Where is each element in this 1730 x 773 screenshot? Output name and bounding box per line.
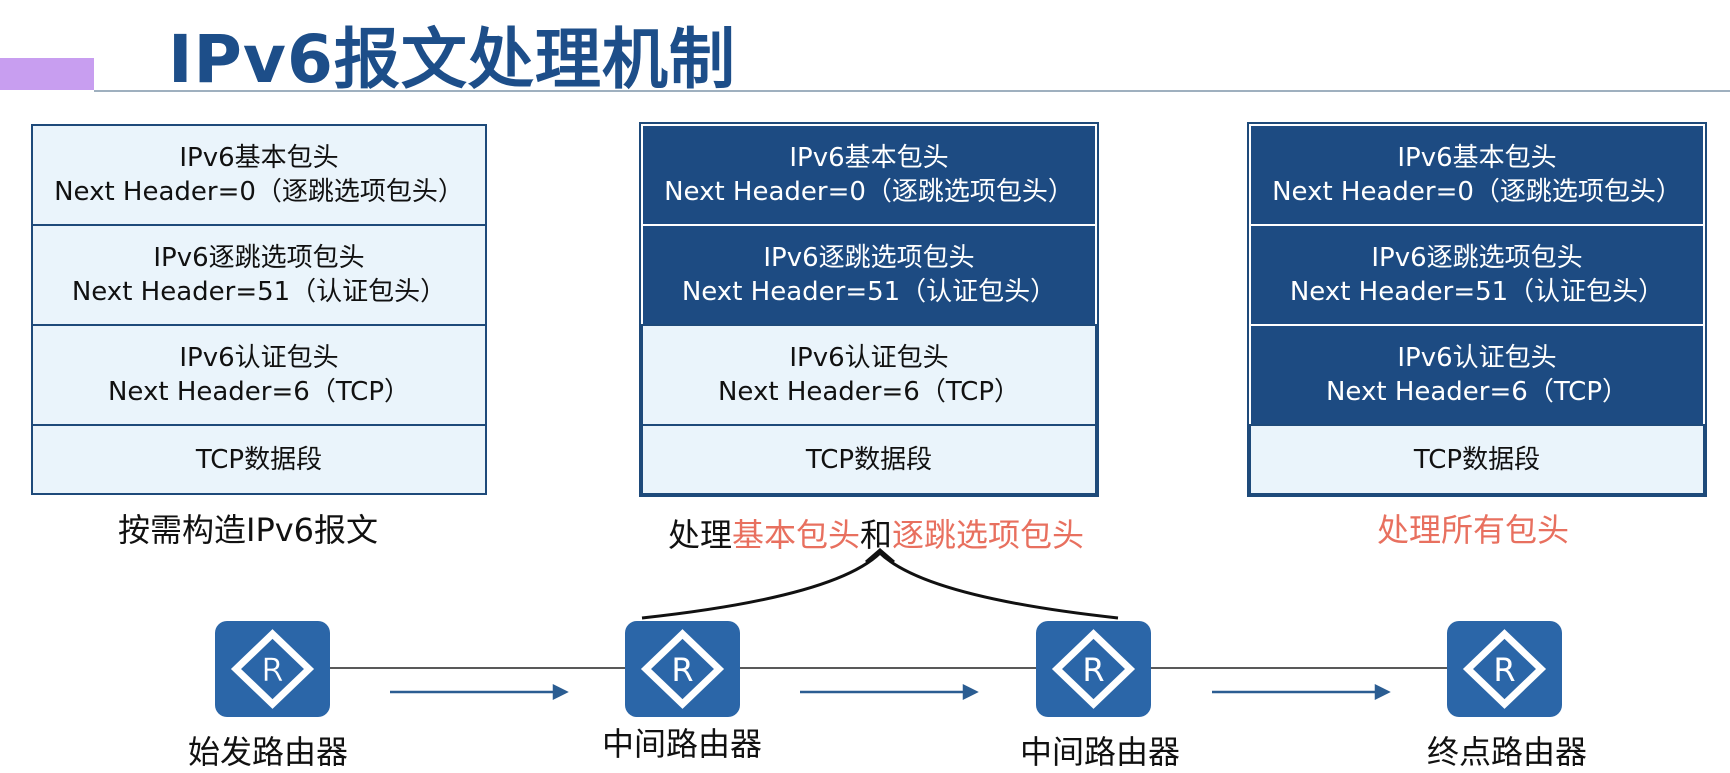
auth-header-cell: IPv6认证包头 Next Header=6（TCP）: [641, 324, 1097, 426]
cell-next-header: Next Header=6（TCP）: [1325, 377, 1629, 407]
ipv6-basic-header-cell: IPv6基本包头 Next Header=0（逐跳选项包头）: [641, 124, 1097, 226]
router-glyph: R: [671, 651, 693, 689]
caption-highlight-hop-by-hop: 逐跳选项包头: [892, 516, 1085, 554]
packet-stack-intermediate: IPv6基本包头 Next Header=0（逐跳选项包头） IPv6逐跳选项包…: [639, 122, 1099, 497]
cell-title: IPv6认证包头: [179, 343, 339, 373]
stack-caption-source: 按需构造IPv6报文: [118, 511, 379, 549]
router-glyph: R: [1493, 651, 1515, 689]
cell-title: IPv6基本包头: [1397, 143, 1557, 173]
cell-title: TCP数据段: [1413, 444, 1541, 475]
arrow-head-icon: [552, 683, 569, 701]
cell-title: IPv6逐跳选项包头: [153, 243, 365, 273]
caption-text: 处理: [668, 516, 733, 554]
cell-next-header: Next Header=6（TCP）: [107, 377, 411, 407]
cell-title: IPv6逐跳选项包头: [763, 243, 975, 273]
cell-title: IPv6基本包头: [789, 143, 949, 173]
router-label-destination: 终点路由器: [1427, 733, 1588, 771]
hop-by-hop-header-cell: IPv6逐跳选项包头 Next Header=51（认证包头）: [31, 224, 487, 326]
tcp-segment-cell: TCP数据段: [31, 424, 487, 495]
stack-caption-destination: 处理所有包头: [1377, 511, 1570, 549]
tcp-segment-cell: TCP数据段: [641, 424, 1097, 495]
stack-caption-intermediate: 处理基本包头和逐跳选项包头: [668, 510, 1084, 556]
router-glyph: R: [1082, 651, 1104, 689]
packet-stack-destination: IPv6基本包头 Next Header=0（逐跳选项包头） IPv6逐跳选项包…: [1247, 122, 1707, 497]
cell-next-header: Next Header=0（逐跳选项包头）: [664, 177, 1074, 207]
router-icon: R: [1447, 621, 1562, 717]
cell-next-header: Next Header=0（逐跳选项包头）: [1272, 177, 1682, 207]
cell-title: IPv6基本包头: [179, 143, 339, 173]
cell-next-header: Next Header=51（认证包头）: [71, 277, 447, 307]
hop-by-hop-header-cell: IPv6逐跳选项包头 Next Header=51（认证包头）: [641, 224, 1097, 326]
arrow-head-icon: [1374, 683, 1391, 701]
packet-stack-source: IPv6基本包头 Next Header=0（逐跳选项包头） IPv6逐跳选项包…: [31, 124, 487, 495]
cell-next-header: Next Header=6（TCP）: [717, 377, 1021, 407]
router-label-intermediate-2: 中间路由器: [1020, 733, 1181, 771]
title-divider: [94, 90, 1730, 92]
title-accent-bar: [0, 58, 94, 90]
router-icon: R: [625, 621, 740, 717]
cell-next-header: Next Header=51（认证包头）: [1289, 277, 1665, 307]
cell-next-header: Next Header=0（逐跳选项包头）: [54, 177, 464, 207]
cell-title: IPv6认证包头: [1397, 343, 1557, 373]
cell-next-header: Next Header=51（认证包头）: [681, 277, 1057, 307]
router-glyph: R: [261, 651, 283, 689]
cell-title: IPv6认证包头: [789, 343, 949, 373]
page-title: IPv6报文处理机制: [168, 21, 736, 98]
brace-tip: [865, 548, 895, 564]
router-icon: R: [215, 621, 330, 717]
arrow-head-icon: [962, 683, 979, 701]
caption-text: 和: [860, 516, 893, 554]
cell-title: TCP数据段: [805, 444, 933, 475]
grouping-brace: [641, 550, 1119, 620]
router-icon: R: [1036, 621, 1151, 717]
router-label-intermediate-1: 中间路由器: [602, 725, 763, 763]
caption-highlight-basic: 基本包头: [732, 516, 861, 554]
router-label-source: 始发路由器: [188, 733, 349, 771]
ipv6-basic-header-cell: IPv6基本包头 Next Header=0（逐跳选项包头）: [1249, 124, 1705, 226]
tcp-segment-cell: TCP数据段: [1249, 424, 1705, 495]
auth-header-cell: IPv6认证包头 Next Header=6（TCP）: [31, 324, 487, 426]
cell-title: IPv6逐跳选项包头: [1371, 243, 1583, 273]
cell-title: TCP数据段: [195, 444, 323, 475]
